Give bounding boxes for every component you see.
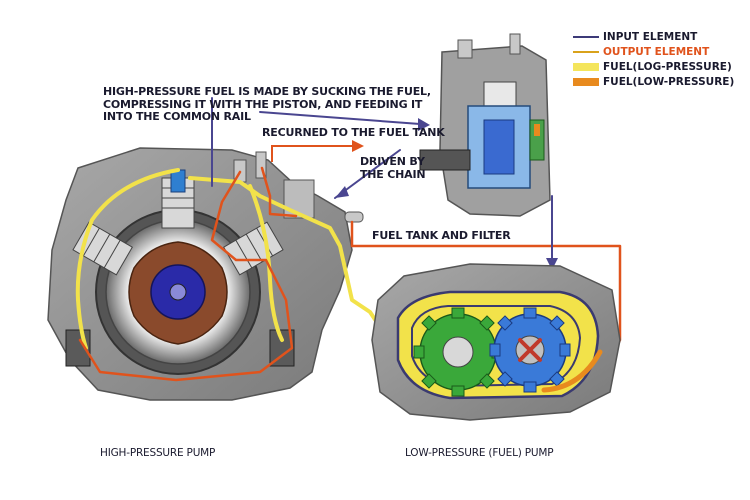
returned-to-tank-label: RECURNED TO THE FUEL TANK	[262, 126, 445, 139]
returned-arrow	[271, 140, 364, 162]
low-pressure-pump-label: LOW-PRESSURE (FUEL) PUMP	[405, 447, 554, 459]
piston-top	[161, 169, 195, 229]
return-nipple	[344, 211, 364, 223]
driven-by-chain-label: DRIVEN BY THE CHAIN	[360, 155, 426, 181]
legend-label: OUTPUT ELEMENT	[603, 46, 710, 58]
green-gear	[413, 307, 503, 397]
blue-gear	[489, 307, 571, 393]
legend-swatch	[573, 63, 599, 71]
main-description-label: HIGH-PRESSURE FUEL IS MADE BY SUCKING TH…	[103, 85, 431, 123]
high-pressure-pump-label: HIGH-PRESSURE PUMP	[100, 447, 216, 459]
legend-swatch	[573, 36, 599, 38]
outlet-fitting-right	[255, 151, 267, 179]
fuel-tank-filter-label: FUEL TANK AND FILTER	[372, 229, 511, 242]
low-pressure-orange-fuel	[541, 349, 603, 393]
cam-shaft	[169, 283, 187, 301]
legend-label: FUEL(LOW-PRESSURE)	[603, 76, 735, 88]
legend-swatch	[573, 51, 599, 53]
legend-label: INPUT ELEMENT	[603, 31, 698, 43]
legend-swatch	[573, 78, 599, 86]
legend-label: FUEL(LOG-PRESSURE)	[603, 61, 732, 73]
input-element-lines	[211, 97, 558, 270]
fuel-low-pressure-lines	[75, 168, 384, 350]
chain-drive-assembly	[419, 33, 551, 217]
